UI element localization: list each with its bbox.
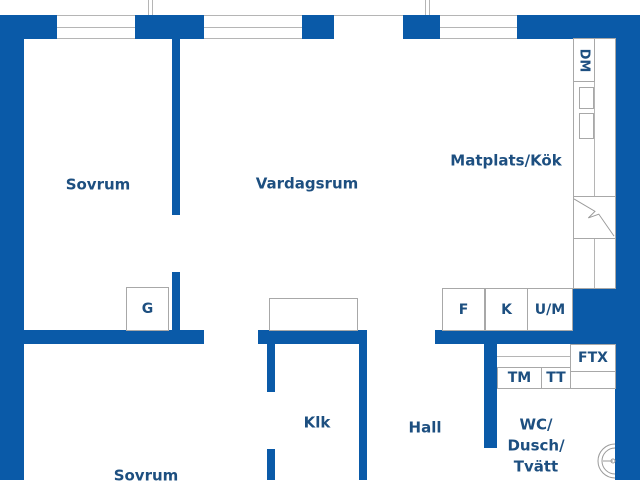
wardrobe-label: G xyxy=(141,301,154,317)
outer-wall-top xyxy=(302,15,334,39)
room-label-closet: Klk xyxy=(303,413,331,432)
ventilation-label: FTX xyxy=(578,350,608,366)
room-label-living-room: Vardagsrum xyxy=(255,174,359,193)
outer-wall-right xyxy=(615,15,640,480)
interior-wall xyxy=(258,330,367,344)
room-label-bedroom: Sovrum xyxy=(65,175,131,194)
closet-shelf xyxy=(269,298,358,331)
outer-wall-left xyxy=(0,15,24,480)
window xyxy=(440,15,517,39)
balcony-line xyxy=(148,0,149,15)
bathroom-wall xyxy=(484,344,497,448)
outer-wall-top xyxy=(135,15,204,39)
balcony-line xyxy=(152,0,153,15)
bathroom-label-line: Dusch/ xyxy=(507,436,565,455)
freezer-label: K xyxy=(501,301,512,318)
stove xyxy=(573,196,616,239)
room-label-hall: Hall xyxy=(408,418,442,437)
bathroom-label-line: Tvätt xyxy=(513,457,559,476)
washbasin-icon xyxy=(597,443,616,479)
closet-wall xyxy=(267,344,275,392)
fridge: F xyxy=(442,288,485,331)
bathroom-label-line: WC/ xyxy=(519,415,553,434)
wardrobe: G xyxy=(126,287,169,331)
bathroom-line xyxy=(497,356,570,357)
interior-wall xyxy=(0,330,204,344)
ventilation: FTX xyxy=(570,344,616,372)
balcony-line xyxy=(429,0,430,15)
window xyxy=(57,15,135,39)
interior-wall xyxy=(172,272,180,332)
window xyxy=(204,15,302,39)
closet-wall xyxy=(267,449,275,480)
interior-wall xyxy=(435,330,640,344)
room-label-bedroom-2: Sovrum xyxy=(113,466,179,485)
washer: TM xyxy=(497,367,542,389)
room-label-bathroom: WC/ Dusch/ Tvätt xyxy=(507,415,564,478)
fridge-label: F xyxy=(458,301,469,318)
dryer: TT xyxy=(541,367,571,389)
freezer: K xyxy=(485,288,528,331)
counter-shelf xyxy=(570,371,616,389)
counter-line xyxy=(594,82,595,288)
balcony-line xyxy=(425,0,426,15)
oven-micro-label: U/M xyxy=(534,301,566,318)
dishwasher: DM xyxy=(573,38,595,82)
outer-wall-top xyxy=(403,15,440,39)
dryer-label: TT xyxy=(546,370,566,386)
dishwasher-label: DM xyxy=(576,48,592,72)
interior-wall xyxy=(172,38,180,215)
closet-wall xyxy=(359,344,367,480)
stove-icon xyxy=(574,198,615,237)
oven-micro: U/M xyxy=(527,288,573,331)
sink xyxy=(579,113,594,139)
kitchen-column xyxy=(573,288,618,338)
room-label-kitchen: Matplats/Kök xyxy=(450,151,562,170)
washer-label: TM xyxy=(507,370,532,386)
sink xyxy=(579,87,594,109)
